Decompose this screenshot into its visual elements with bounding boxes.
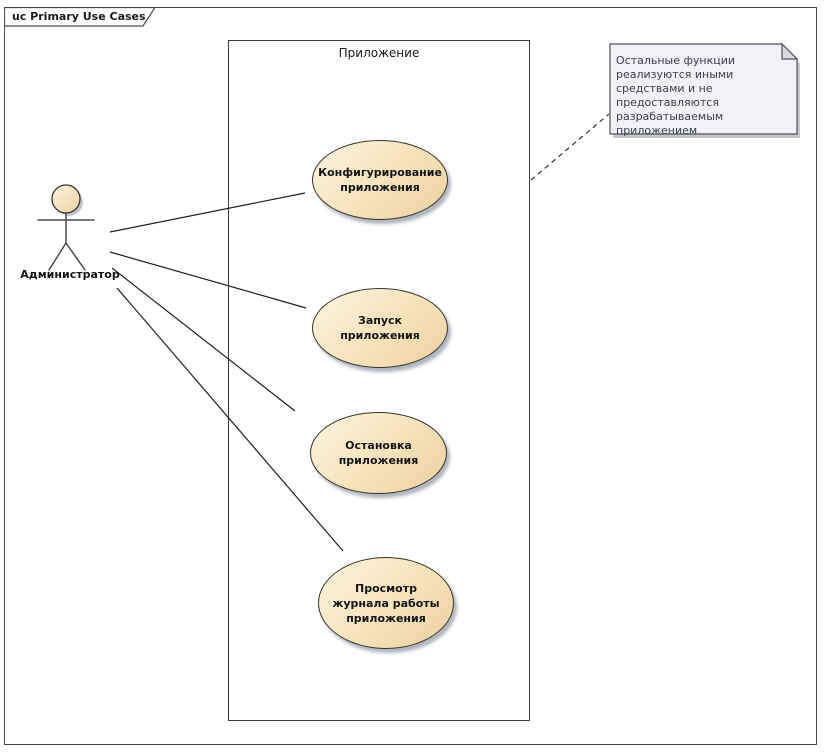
usecase-label: Остановка приложения (338, 439, 419, 467)
actor-leg-right (65, 242, 86, 271)
usecase-start-application[interactable]: Запуск приложения (312, 288, 448, 368)
frame-title-tab: uc Primary Use Cases (4, 7, 156, 27)
actor-leg-left (48, 242, 67, 271)
actor-label: Администратор (20, 268, 120, 281)
usecase-label: Запуск приложения (340, 314, 420, 342)
actor[interactable] (37, 184, 95, 271)
association-stop[interactable] (111, 267, 296, 412)
frame-title: uc Primary Use Cases (12, 10, 146, 23)
note-fold-icon (781, 42, 799, 60)
note-link-line[interactable] (530, 113, 610, 181)
note-text: Остальные функции реализуются иными сред… (616, 54, 736, 137)
note-body (609, 43, 798, 135)
usecase-view-log[interactable]: Просмотр журнала работы приложения (318, 557, 454, 649)
association-viewlog[interactable] (116, 287, 344, 552)
diagram-frame (4, 7, 817, 745)
usecase-label: Конфигурирование приложения (318, 166, 442, 194)
usecase-label: Просмотр журнала работы приложения (332, 581, 440, 625)
association-configure[interactable] (109, 192, 306, 233)
association-start[interactable] (109, 251, 307, 309)
usecase-configure-application[interactable]: Конфигурирование приложения (312, 140, 448, 220)
system-boundary[interactable] (228, 40, 530, 721)
frame-tab-shape (4, 7, 156, 27)
system-boundary-label: Приложение (338, 46, 420, 60)
note[interactable] (609, 42, 800, 138)
usecase-stop-application[interactable]: Остановка приложения (310, 412, 447, 494)
